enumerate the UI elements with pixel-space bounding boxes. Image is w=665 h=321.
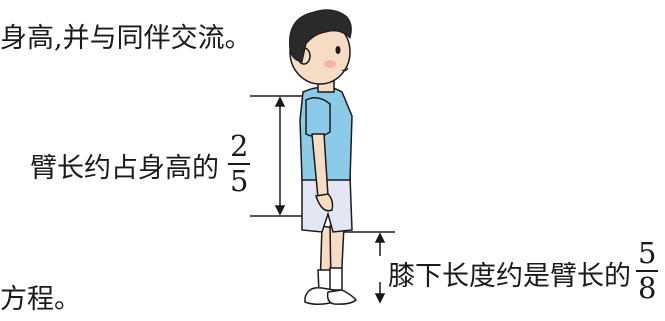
- knee-fraction-bar: [636, 270, 659, 272]
- below-knee-ratio-fraction: 5 8: [636, 236, 659, 305]
- arm-fraction-denominator: 5: [230, 164, 249, 198]
- arm-fraction-numerator: 2: [230, 129, 249, 163]
- boy-figure: [289, 9, 358, 306]
- top-sentence-fragment: 身高,并与同伴交流。: [0, 23, 252, 54]
- knee-measure-guide: [338, 231, 395, 304]
- arm-ratio-label: 臂长约占身高的: [30, 153, 219, 184]
- arm-fraction-bar: [228, 163, 251, 165]
- knee-fraction-denominator: 8: [638, 271, 657, 305]
- knee-fraction-numerator: 5: [638, 236, 657, 270]
- arm-ratio-fraction: 2 5: [228, 129, 251, 198]
- below-knee-ratio-label: 膝下长度约是臂长的: [388, 261, 631, 292]
- bottom-sentence-fragment: 方程。: [0, 284, 81, 315]
